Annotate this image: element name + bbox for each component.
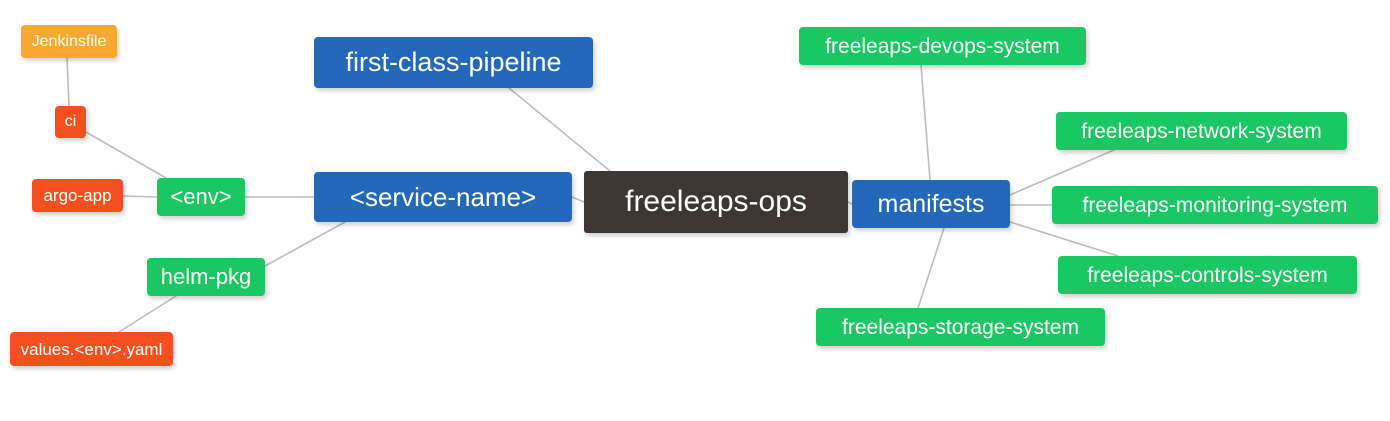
node-ci[interactable]: ci	[55, 106, 86, 138]
node-label: freeleaps-storage-system	[842, 315, 1079, 339]
edge-ci-to-jenkinsfile	[66, 57, 70, 107]
node-manifests[interactable]: manifests	[852, 180, 1010, 228]
edge-freeleaps-ops-to-first-class-pipeline	[508, 87, 611, 172]
node-first-class-pipeline[interactable]: first-class-pipeline	[314, 37, 593, 88]
node-label: <env>	[170, 184, 232, 209]
node-label: freeleaps-controls-system	[1087, 263, 1328, 287]
node-argo-app[interactable]: argo-app	[32, 179, 123, 212]
edge-env-to-argo-app	[122, 195, 158, 198]
node-label: Jenkinsfile	[31, 32, 107, 50]
node-jenkinsfile[interactable]: Jenkinsfile	[21, 25, 117, 58]
node-label: first-class-pipeline	[345, 47, 562, 77]
node-service-name[interactable]: <service-name>	[314, 172, 572, 222]
node-label: ci	[64, 113, 77, 130]
edge-helm-pkg-to-values-env-yaml	[118, 295, 177, 333]
node-label: freeleaps-devops-system	[825, 34, 1060, 58]
edge-manifests-to-freeleaps-storage-system	[917, 227, 945, 309]
node-label: values.<env>.yaml	[20, 339, 163, 359]
node-label: helm-pkg	[160, 264, 252, 289]
node-freeleaps-monitoring-system[interactable]: freeleaps-monitoring-system	[1052, 186, 1378, 224]
node-env[interactable]: <env>	[157, 178, 245, 216]
edge-freeleaps-ops-to-service-name	[571, 196, 585, 203]
edge-manifests-to-freeleaps-controls-system	[1009, 221, 1119, 257]
node-freeleaps-ops[interactable]: freeleaps-ops	[584, 171, 848, 233]
edge-service-name-to-helm-pkg	[264, 221, 346, 267]
node-label: freeleaps-network-system	[1081, 119, 1322, 143]
node-label: manifests	[877, 189, 985, 218]
node-label: <service-name>	[349, 182, 537, 212]
node-helm-pkg[interactable]: helm-pkg	[147, 258, 265, 296]
edge-manifests-to-freeleaps-devops-system	[920, 64, 931, 181]
node-values-env-yaml[interactable]: values.<env>.yaml	[10, 332, 173, 366]
node-label: freeleaps-ops	[625, 185, 807, 218]
node-freeleaps-devops-system[interactable]: freeleaps-devops-system	[799, 27, 1086, 65]
node-label: freeleaps-monitoring-system	[1082, 193, 1348, 217]
edge-env-to-ci	[85, 131, 167, 179]
node-label: argo-app	[43, 186, 112, 205]
node-freeleaps-network-system[interactable]: freeleaps-network-system	[1056, 112, 1347, 150]
node-freeleaps-controls-system[interactable]: freeleaps-controls-system	[1058, 256, 1357, 294]
node-freeleaps-storage-system[interactable]: freeleaps-storage-system	[816, 308, 1105, 346]
